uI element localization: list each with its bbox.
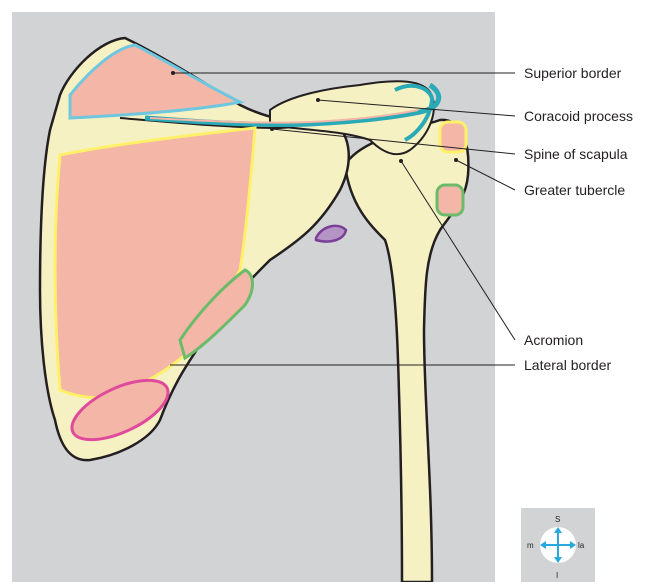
greater-tubercle-lower: [437, 185, 463, 215]
compass-bottom-label: I: [556, 571, 558, 580]
compass-top-label: S: [555, 515, 560, 524]
dot-acromion: [399, 159, 403, 163]
label-acromion: Acromion: [524, 332, 583, 348]
label-coracoid-process: Coracoid process: [524, 108, 633, 124]
label-greater-tubercle: Greater tubercle: [524, 182, 625, 198]
label-lateral-border: Lateral border: [524, 357, 612, 373]
compass-left-label: m: [527, 541, 534, 550]
label-superior-border: Superior border: [524, 65, 622, 81]
orientation-compass: S m la I: [521, 508, 595, 582]
dot-coracoid-process: [316, 98, 320, 102]
dot-greater-tubercle: [454, 158, 458, 162]
dot-spine-of-scapula: [270, 127, 274, 131]
label-spine-of-scapula: Spine of scapula: [524, 146, 628, 162]
compass-right-label: la: [578, 541, 585, 550]
dot-superior-border: [171, 71, 175, 75]
